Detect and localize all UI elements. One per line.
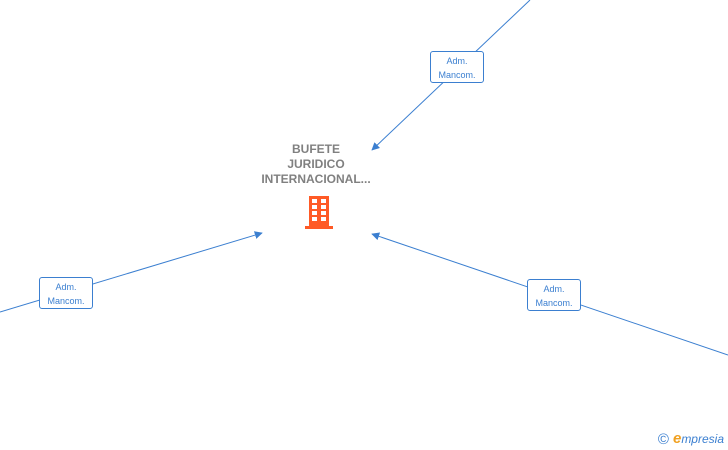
brand-logo: empresia bbox=[673, 430, 724, 448]
company-name-line-3: INTERNACIONAL... bbox=[261, 172, 371, 186]
building-icon[interactable] bbox=[303, 194, 335, 230]
relation-label-bottom-right[interactable]: Adm. Mancom. bbox=[527, 279, 581, 311]
company-name-line-2: JURIDICO bbox=[287, 157, 345, 171]
relation-label-line-2: Mancom. bbox=[535, 298, 573, 308]
empresia-watermark: © empresia bbox=[658, 430, 724, 448]
company-name[interactable]: BUFETE JURIDICO INTERNACIONAL... bbox=[236, 142, 396, 187]
relation-label-line-1: Adm. bbox=[55, 282, 77, 292]
copyright-icon: © bbox=[657, 430, 669, 448]
relation-label-top-right[interactable]: Adm. Mancom. bbox=[430, 51, 484, 83]
brand-letter-e: e bbox=[672, 430, 682, 447]
relation-label-line-2: Mancom. bbox=[47, 296, 85, 306]
relation-label-left[interactable]: Adm. Mancom. bbox=[39, 277, 93, 309]
relation-label-line-2: Mancom. bbox=[438, 70, 476, 80]
relation-label-line-1: Adm. bbox=[446, 56, 468, 66]
company-name-line-1: BUFETE bbox=[292, 142, 340, 156]
relation-label-line-1: Adm. bbox=[543, 284, 565, 294]
brand-text: mpresia bbox=[681, 432, 724, 446]
